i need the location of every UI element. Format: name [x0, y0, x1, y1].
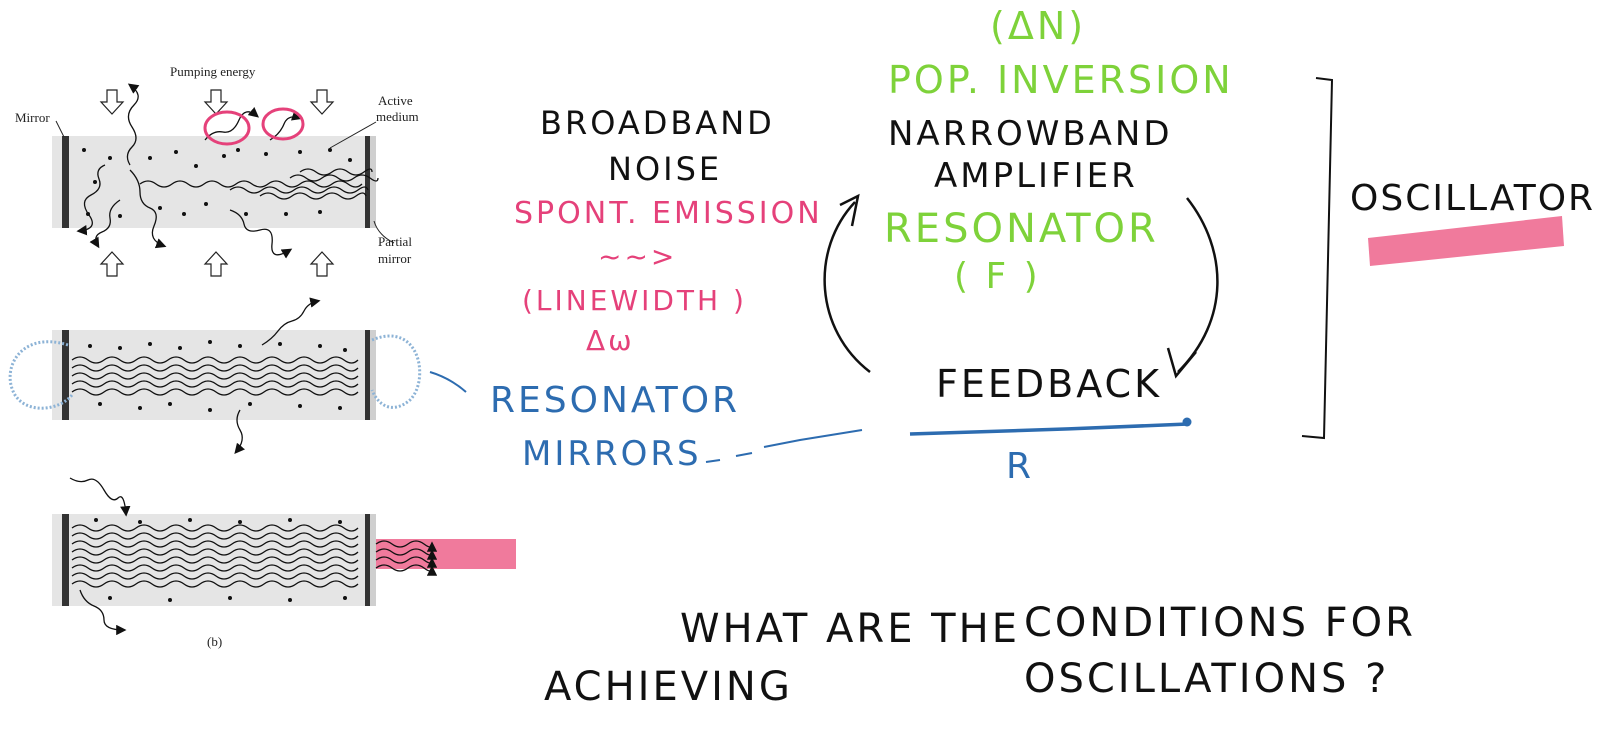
feedback-text: FEEDBACK: [936, 362, 1162, 406]
cavity-panel-3: [52, 477, 516, 636]
question-line-achieving: ACHIEVING: [544, 664, 793, 710]
spontaneous-rays: [76, 83, 303, 259]
mirrors-dashed-link: [705, 429, 863, 463]
mirror-label: Mirror: [15, 110, 50, 125]
laser-cavity-figure: [8, 83, 516, 636]
right-curved-arrow: [1177, 197, 1219, 373]
pumping-energy-label: Pumping energy: [170, 64, 256, 79]
r-label-text: R: [1006, 446, 1035, 487]
question-line-conditions-for: CONDITIONS FOR: [1024, 600, 1416, 646]
spont-emission-text: SPONT. EMISSION: [514, 196, 823, 231]
question-line-what-are-the: WHAT ARE THE: [680, 606, 1020, 652]
pump-arrows-bottom: [99, 251, 335, 277]
question-line-oscillations: OSCILLATIONS ?: [1024, 656, 1390, 702]
feedback-underline: [909, 422, 1189, 436]
stimulated-wave-bundle: [139, 168, 379, 200]
amplifier-text: AMPLIFIER: [934, 156, 1138, 196]
oscillator-text: OSCILLATOR: [1350, 178, 1596, 219]
resonator-mirrors-line-2: MIRRORS: [522, 434, 702, 474]
delta-omega-text: Δω: [586, 324, 635, 357]
pointer-line: [429, 371, 467, 393]
partial-mirror-label-1: Partial: [378, 234, 412, 249]
linewidth-text: (LINEWIDTH ): [522, 284, 747, 317]
wave-bundle-panel-2: [71, 356, 359, 396]
broadband-text: BROADBAND: [540, 104, 775, 142]
rays-panel-3: [69, 477, 131, 636]
wave-bundle-panel-3: [71, 524, 359, 588]
pump-arrows-top: [99, 89, 335, 115]
atoms-panel-3: [94, 518, 347, 602]
rays-panel-2: [234, 297, 321, 454]
callout-lines: [55, 120, 395, 244]
pop-inversion-text: POP. INVERSION: [888, 58, 1234, 102]
active-medium-label-1: Active: [378, 93, 413, 108]
resonator-text: RESONATOR: [884, 206, 1159, 252]
noise-text: NOISE: [608, 150, 723, 188]
output-waves: [375, 540, 438, 576]
left-curved-arrow: [823, 201, 871, 373]
pink-annotation-circles: [203, 107, 305, 146]
oscillator-bracket: [1301, 77, 1334, 440]
blue-feedback-loops: [8, 334, 422, 410]
partial-mirror-label-2: mirror: [378, 251, 412, 266]
resonator-mirrors-line-1: RESONATOR: [490, 380, 741, 421]
oscillator-highlight: [1368, 216, 1564, 266]
atoms-panel-2: [88, 340, 347, 412]
active-medium-label-2: medium: [376, 109, 419, 124]
atoms-panel-1: [82, 148, 352, 218]
output-beam-highlight: [376, 539, 516, 569]
figure-caption: (b): [207, 634, 223, 649]
cavity-panel-2: [8, 297, 467, 454]
cavity-panel-1: [52, 83, 395, 277]
delta-n-text: (ΔN): [990, 4, 1087, 48]
narrowband-text: NARROWBAND: [888, 114, 1173, 154]
squiggle-arrow: ~~>: [598, 240, 678, 273]
f-label-text: ( F ): [954, 256, 1041, 297]
